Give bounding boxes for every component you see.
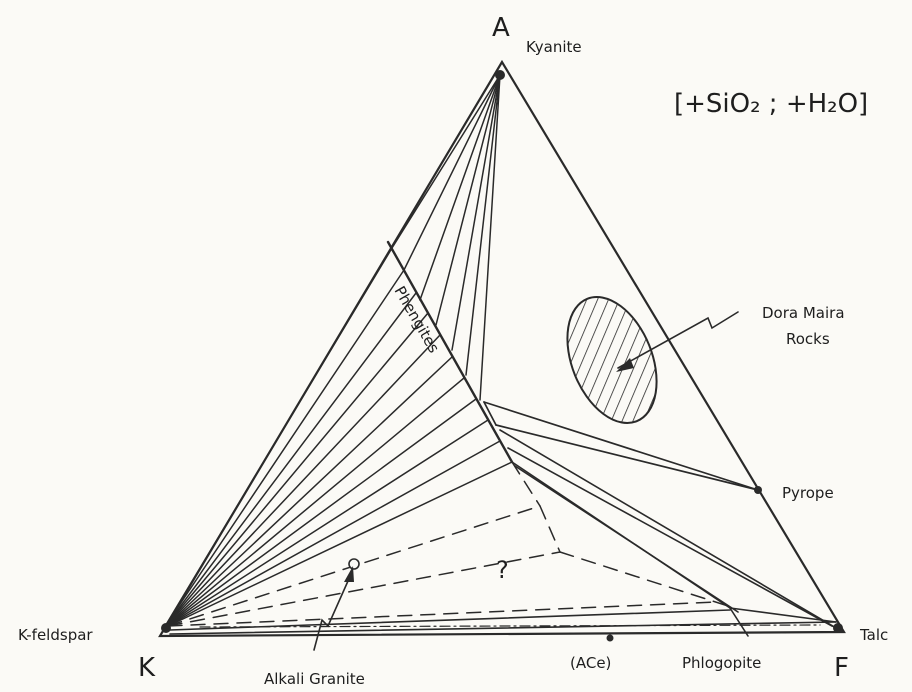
kfeldspar-label: K-feldspar bbox=[18, 626, 93, 644]
dora-maira-field bbox=[566, 295, 658, 425]
dora-maira-leader bbox=[617, 311, 739, 369]
pyrope-label: Pyrope bbox=[782, 484, 834, 502]
ace-label: (ACe) bbox=[570, 654, 611, 672]
alkali-granite-leader bbox=[313, 571, 353, 651]
vertex-f-label: F bbox=[834, 653, 849, 683]
dora-maira-label-line1: Dora Maira bbox=[762, 304, 845, 322]
excess-phases-annotation: [+SiO₂ ; +H₂O] bbox=[674, 89, 868, 119]
alkali-granite-arrowhead bbox=[344, 566, 354, 582]
kfeldspar-tie-lines bbox=[163, 247, 513, 629]
phengite-series-line bbox=[386, 240, 514, 464]
triangle-outline bbox=[158, 59, 846, 638]
vertex-k-label: K bbox=[138, 653, 156, 683]
alkali-granite-point bbox=[348, 558, 360, 570]
kyanite-point bbox=[495, 70, 505, 80]
kyanite-label: Kyanite bbox=[526, 38, 582, 56]
kyanite-tie-lines bbox=[391, 74, 501, 401]
dashed-tie-lines bbox=[167, 461, 729, 627]
phlogopite-label: Phlogopite bbox=[682, 654, 761, 672]
dora-maira-label-line2: Rocks bbox=[786, 330, 830, 348]
vertex-a-label: A bbox=[492, 13, 510, 43]
ace-point bbox=[606, 634, 614, 642]
dora-maira-arrowhead bbox=[616, 358, 634, 372]
talc-point bbox=[833, 623, 843, 633]
unknown-field-label: ? bbox=[496, 556, 509, 584]
talc-tie-lines bbox=[169, 429, 837, 637]
pyrope-point bbox=[754, 486, 762, 494]
pyrope-tie-lines bbox=[483, 401, 759, 491]
base-dashdot-line bbox=[199, 624, 821, 628]
alkali-granite-label: Alkali Granite bbox=[264, 670, 365, 688]
kfeldspar-point bbox=[161, 623, 171, 633]
talc-label: Talc bbox=[859, 626, 888, 644]
